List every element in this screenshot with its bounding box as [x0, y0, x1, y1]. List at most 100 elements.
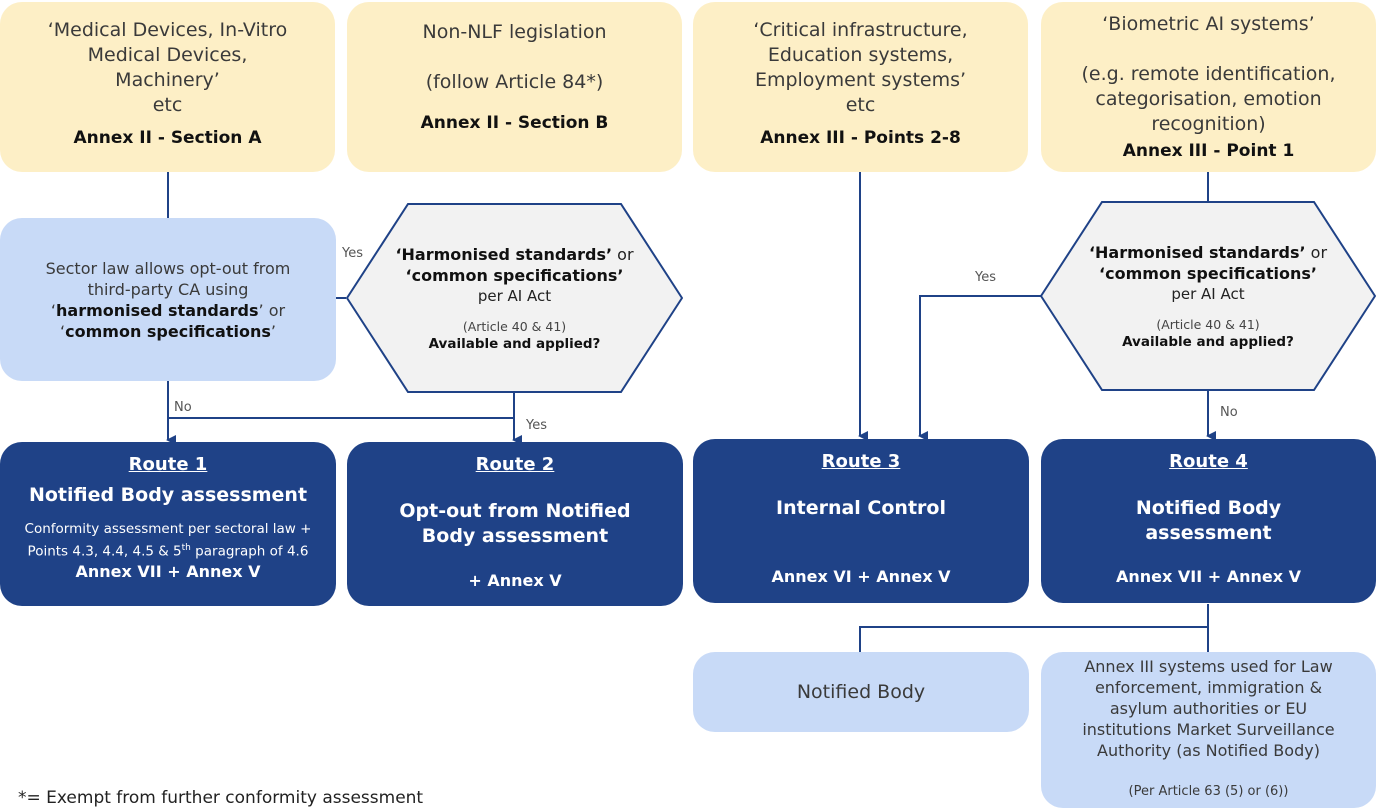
annex-ii-section-a-box: ‘Medical Devices, In-Vitro Medical Devic… [0, 2, 335, 172]
box-line: etc [152, 94, 183, 116]
box-line: Medical Devices, [87, 44, 248, 66]
route-2-box: Route 2 Opt-out from Notified Body asses… [347, 442, 683, 606]
route-3-title: Route 3 [821, 451, 901, 472]
route-2-annex: + Annex V [468, 571, 562, 590]
route-2-title: Route 2 [475, 454, 555, 475]
route-2-main: Opt-out from Notified Body assessment [399, 499, 630, 549]
yes-label-hex1: Yes [526, 418, 547, 433]
quote-or: ’ or [258, 300, 286, 320]
notified-body-box: Notified Body [693, 652, 1029, 732]
annex-iii-point-1-text: ‘Biometric AI systems’ (e.g. remote iden… [1082, 12, 1336, 137]
route-3-annex: Annex VI + Annex V [771, 567, 951, 586]
box-line: Machinery’ [115, 69, 220, 91]
annex-iii-points-box: ‘Critical infrastructure, Education syst… [693, 2, 1028, 172]
box-line: Employment systems’ [754, 69, 967, 91]
quote: ‘ [50, 300, 57, 320]
footnote: *= Exempt from further conformity assess… [18, 788, 424, 808]
quote: ‘ [60, 321, 66, 341]
route-4-main: Notified Body assessment [1136, 496, 1281, 546]
box-line: (follow Article 84*) [425, 71, 604, 93]
route-1-detail: Conformity assessment per sectoral law +… [25, 520, 312, 562]
harmonised-standards-text: ‘Harmonised standards’ [1088, 243, 1306, 262]
route-3-box: Route 3 Internal Control Annex VI + Anne… [693, 439, 1029, 603]
common-specifications-text: ‘common specifications’ [1099, 264, 1317, 283]
route-1-annex: Annex VII + Annex V [75, 561, 261, 581]
box-line-spacer [1082, 37, 1336, 62]
hexagon-question: Available and applied? [1122, 334, 1294, 350]
hexagon-question: Available and applied? [428, 336, 601, 352]
annex-label: Annex III - Point 1 [1122, 141, 1295, 161]
route-1-box: Route 1 Notified Body assessment Conform… [0, 442, 336, 606]
or-text: or [1305, 243, 1328, 262]
route-4-main-line2: assessment [1145, 522, 1272, 544]
annex-iii-authority-box: Annex III systems used for Law enforceme… [1041, 652, 1376, 808]
sector-law-line2: third-party CA using [87, 279, 249, 299]
hexagon-shape [1040, 201, 1376, 391]
annex-ii-section-b-box: Non-NLF legislation (follow Article 84*)… [347, 2, 682, 172]
sector-law-box: Sector law allows opt-out from third-par… [0, 218, 336, 381]
hexagon-text: ‘Harmonised standards’ or ‘common specif… [1040, 201, 1376, 391]
route-4-box: Route 4 Notified Body assessment Annex V… [1041, 439, 1376, 603]
sector-law-line4: ‘common specifications’ [60, 321, 276, 342]
annex-ii-section-a-text: ‘Medical Devices, In-Vitro Medical Devic… [48, 18, 288, 118]
route-3-main: Internal Control [776, 497, 946, 519]
annex-label: Annex II - Section B [420, 113, 609, 133]
hexagon-line2: ‘common specifications’ [1099, 263, 1317, 284]
yes-label-hex2: Yes [975, 270, 996, 285]
hexagon-article: (Article 40 & 41) [462, 319, 567, 334]
box-line: etc [845, 94, 876, 116]
harmonised-standards-text: ‘Harmonised standards’ [395, 245, 613, 264]
annex-iii-point-1-box: ‘Biometric AI systems’ (e.g. remote iden… [1041, 2, 1376, 172]
hexagon-line3: per AI Act [477, 287, 552, 305]
or-text: or [612, 245, 634, 264]
box-line: recognition) [1151, 113, 1266, 135]
route-2-main-line1: Opt-out from Notified [399, 500, 631, 522]
box-line: ‘Critical infrastructure, [753, 19, 968, 41]
common-specifications-text: common specifications [65, 321, 271, 341]
connector-hex2-route3 [918, 295, 1041, 441]
route-1-detail-line2: Points 4.3, 4.4, 4.5 & 5th paragraph of … [25, 539, 312, 562]
sector-law-line3: ‘harmonised standards’ or [51, 300, 285, 321]
route-4-main-line1: Notified Body [1135, 497, 1282, 519]
box-line: Education systems, [767, 44, 954, 66]
hexagon-line3: per AI Act [1171, 285, 1245, 303]
route-1-title: Route 1 [128, 454, 208, 475]
harmonised-standards-text: harmonised standards [56, 300, 259, 320]
hexagon-line2: ‘common specifications’ [406, 265, 624, 286]
annex-label: Annex III - Points 2-8 [760, 128, 961, 148]
paragraph-text: paragraph of 4.6 [190, 543, 309, 560]
route-1-main: Notified Body assessment [28, 484, 308, 506]
authority-line: institutions Market Surveillance [1082, 720, 1335, 739]
annex-label: Annex II - Section A [73, 128, 262, 148]
box-line: Non-NLF legislation [422, 21, 607, 43]
yes-label-sector: Yes [342, 246, 363, 261]
authority-line: asylum authorities or EU [1109, 699, 1308, 718]
hexagon-line1: ‘Harmonised standards’ or [395, 244, 633, 265]
quote: ’ [270, 321, 276, 341]
authority-line: Annex III systems used for Law [1084, 657, 1333, 676]
connector-route4-notified [859, 626, 1208, 652]
no-label-hex2: No [1220, 405, 1238, 420]
decision-hexagon-right: ‘Harmonised standards’ or ‘common specif… [1040, 201, 1376, 391]
route-1-detail-line1: Conformity assessment per sectoral law + [24, 521, 312, 537]
route-4-annex: Annex VII + Annex V [1115, 567, 1302, 586]
decision-hexagon-left: ‘Harmonised standards’ or ‘common specif… [346, 203, 683, 393]
annex-iii-points-text: ‘Critical infrastructure, Education syst… [753, 18, 967, 118]
sector-law-line1: Sector law allows opt-out from [45, 258, 291, 278]
authority-line: enforcement, immigration & [1094, 678, 1323, 697]
notified-body-label: Notified Body [796, 681, 926, 703]
authority-line: Authority (as Notified Body) [1097, 741, 1320, 760]
box-line: (e.g. remote identification, [1081, 63, 1336, 85]
points-text: Points 4.3, 4.4, 4.5 & 5 [27, 543, 182, 560]
superscript: th [181, 543, 191, 553]
authority-article: (Per Article 63 (5) or (6)) [1128, 784, 1289, 799]
route-2-main-line2: Body assessment [421, 525, 609, 547]
box-line: ‘Biometric AI systems’ [1102, 13, 1315, 35]
no-label-sector: No [174, 400, 192, 415]
hexagon-line1: ‘Harmonised standards’ or [1089, 242, 1327, 263]
box-line: categorisation, emotion [1095, 88, 1322, 110]
route-4-title: Route 4 [1169, 451, 1248, 472]
common-specifications-text: ‘common specifications’ [405, 266, 624, 285]
hexagon-article: (Article 40 & 41) [1156, 317, 1260, 332]
